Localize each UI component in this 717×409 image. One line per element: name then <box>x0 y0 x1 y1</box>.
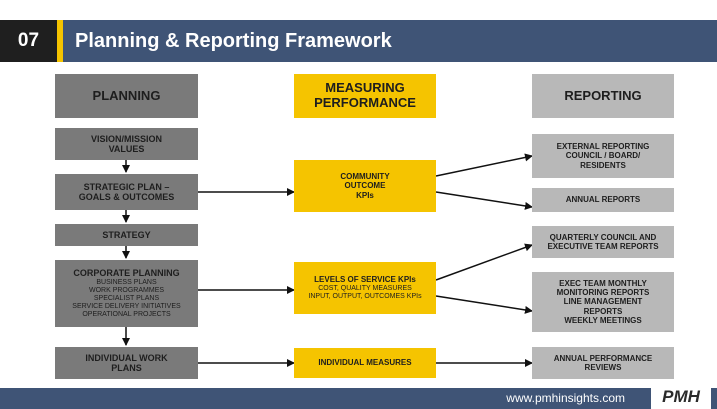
corporate-item: WORK PROGRAMMES <box>88 286 165 294</box>
annual-performance-box: ANNUAL PERFORMANCE REVIEWS <box>532 347 674 379</box>
corporate-item: SERVICE DELIVERY INITIATIVES <box>72 302 181 310</box>
individual-work-plans-box: INDIVIDUAL WORK PLANS <box>55 347 198 379</box>
arrow-community-annual <box>435 191 533 210</box>
arrow-levels-exec <box>435 295 533 314</box>
community-outcome-box: COMMUNITY OUTCOME KPIs <box>294 160 436 212</box>
arrow-community-external <box>435 153 533 177</box>
strategy-box: STRATEGY <box>55 224 198 246</box>
planning-header: PLANNING <box>55 74 198 118</box>
header-accent <box>57 20 63 62</box>
external-reporting-box: EXTERNAL REPORTING COUNCIL / BOARD/ RESI… <box>532 134 674 178</box>
arrow-levels-quarterly <box>435 243 533 281</box>
quarterly-reports-box: QUARTERLY COUNCIL AND EXECUTIVE TEAM REP… <box>532 226 674 258</box>
footer-bar: www.pmhinsights.com <box>0 388 717 409</box>
exec-team-reports-box: EXEC TEAM MONTHLY MONITORING REPORTS LIN… <box>532 272 674 332</box>
corporate-planning-box: CORPORATE PLANNING BUSINESS PLANS WORK P… <box>55 260 198 327</box>
section-number: 07 <box>0 20 57 62</box>
reporting-header: REPORTING <box>532 74 674 118</box>
strategic-plan-box: STRATEGIC PLAN – GOALS & OUTCOMES <box>55 174 198 210</box>
corporate-item: OPERATIONAL PROJECTS <box>82 310 171 318</box>
measuring-header: MEASURING PERFORMANCE <box>294 74 436 118</box>
corporate-item: SPECIALIST PLANS <box>93 294 160 302</box>
company-logo: PMH <box>651 384 711 409</box>
individual-measures-box: INDIVIDUAL MEASURES <box>294 348 436 378</box>
vision-mission-box: VISION/MISSION VALUES <box>55 128 198 160</box>
levels-of-service-box: LEVELS OF SERVICE KPIs COST, QUALITY MEA… <box>294 262 436 314</box>
corporate-item: BUSINESS PLANS <box>96 278 157 286</box>
footer-url[interactable]: www.pmhinsights.com <box>506 391 625 405</box>
page-title: Planning & Reporting Framework <box>63 20 717 62</box>
page-header: 07 Planning & Reporting Framework <box>0 0 717 62</box>
annual-reports-box: ANNUAL REPORTS <box>532 188 674 212</box>
